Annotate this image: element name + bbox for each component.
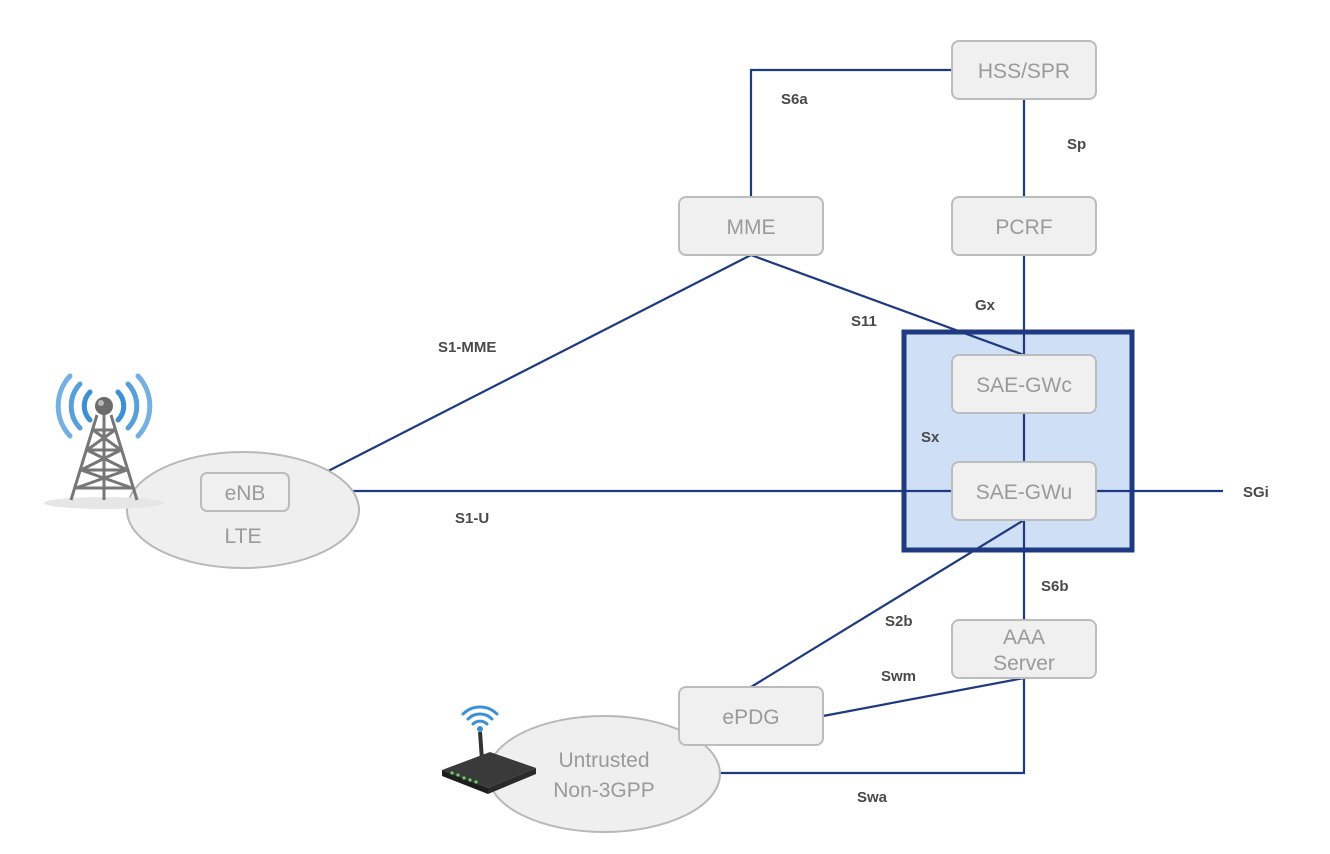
label-s6a: S6a [781,91,808,108]
label-swm: Swm [881,668,916,685]
link-s11 [750,253,1025,357]
enb-label: eNB [225,482,266,505]
aaa-label-line2: Server [993,652,1055,675]
link-s2b [750,519,1025,688]
node-aaa-server: AAA Server [951,619,1097,679]
aaa-label-line1: AAA [1003,626,1045,649]
epdg-label: ePDG [722,706,779,729]
link-s6a [749,68,952,197]
wifi-router-icon [442,705,536,794]
node-hss: HSS/SPR [951,40,1097,100]
mme-label: MME [727,216,776,239]
link-s1-mme [288,254,752,492]
cell-tower-icon [44,373,164,509]
label-s1-u: S1-U [455,510,489,527]
node-pcrf: PCRF [951,196,1097,256]
label-gx: Gx [975,297,996,314]
label-s11: S11 [851,313,877,330]
label-sp: Sp [1067,136,1086,153]
label-swa: Swa [857,789,888,806]
sae-gwc-label: SAE-GWc [976,374,1072,397]
node-sae-gwc: SAE-GWc [951,354,1097,414]
link-swa [720,678,1026,775]
label-sgi: SGi [1243,484,1269,501]
sae-gwu-label: SAE-GWu [976,481,1072,504]
label-s1-mme: S1-MME [438,339,496,356]
pcrf-label: PCRF [995,216,1052,239]
node-enb: eNB [200,472,290,512]
untrusted-label-line2: Non-3GPP [553,779,655,802]
hss-label: HSS/SPR [978,60,1070,83]
interface-labels: S6a Sp Gx S11 S1-MME Sx S1-U SGi S6b S2b… [438,91,1269,806]
node-mme: MME [678,196,824,256]
label-s6b: S6b [1041,578,1069,595]
link-swm [822,676,1025,718]
label-sx: Sx [921,429,940,446]
node-sae-gwu: SAE-GWu [951,461,1097,521]
node-epdg: ePDG [678,686,824,746]
label-s2b: S2b [885,613,913,630]
lte-label: LTE [225,525,262,548]
untrusted-label-line1: Untrusted [558,749,649,772]
links [288,68,1223,775]
